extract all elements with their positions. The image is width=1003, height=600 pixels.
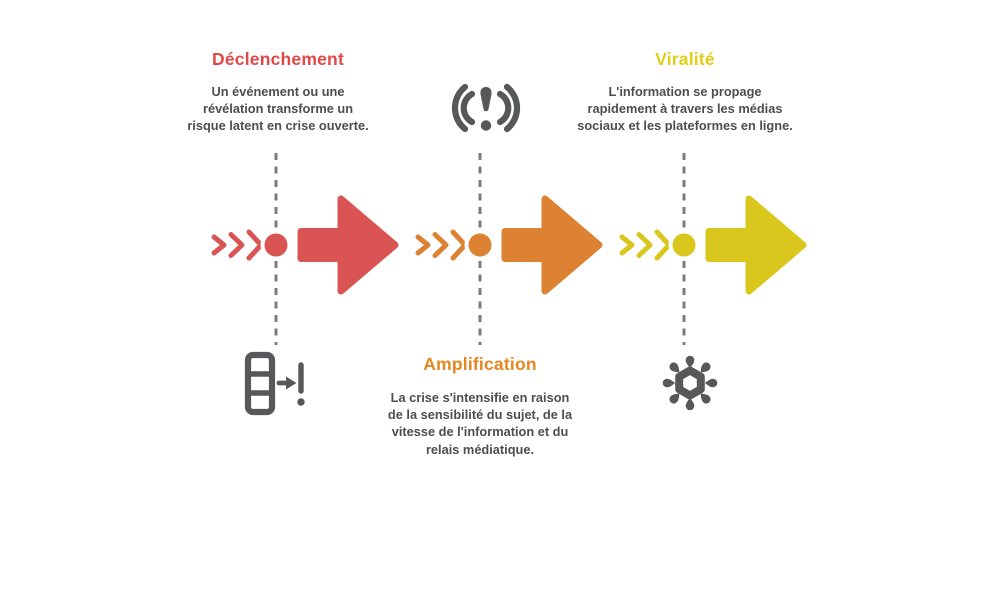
wave-arc-outer-right: [503, 83, 521, 133]
chevron-icon: [415, 234, 431, 256]
stage-title-amplification: Amplification: [423, 354, 537, 374]
timeline-dot: [260, 229, 292, 261]
wave-arc-inner-right: [496, 90, 512, 126]
flow-arrow-declenchement: [209, 193, 401, 297]
spread-burst-icon: [662, 355, 718, 411]
chevron-icon: [619, 234, 635, 256]
arrow-color-group: [211, 195, 399, 295]
exclamation-bar: [480, 87, 492, 112]
flow-arrow-viralite: [617, 193, 809, 297]
icon-stroke-group: [244, 351, 304, 416]
timeline-dot: [464, 229, 496, 261]
arrow-head: [286, 376, 297, 390]
flow-arrow-amplification: [413, 193, 605, 297]
icon-fill-group: [480, 87, 492, 131]
timeline-dot: [668, 229, 700, 261]
list-arrow-alert-icon: [244, 351, 305, 416]
big-arrow-icon: [705, 195, 807, 295]
chevron-icon: [432, 232, 449, 258]
stage-description-amplification: La crise s'intensifie en raison de la se…: [387, 390, 573, 457]
chevron-icon: [636, 232, 653, 258]
exclamation-dot: [297, 398, 305, 406]
stage-title-declenchement: Déclenchement: [212, 49, 344, 69]
icon-fill-group: [286, 376, 305, 406]
chevron-icon: [211, 234, 227, 256]
icon-stroke-group: [451, 83, 521, 133]
broadcast-alert-icon: [451, 83, 521, 133]
arrow-color-group: [619, 195, 807, 295]
stage-description-viralite: L'information se propage rapidement à tr…: [577, 84, 793, 134]
burst-droplet: [705, 378, 718, 388]
burst-core-hexagon: [675, 366, 705, 400]
burst-droplet: [685, 398, 695, 411]
wave-arc-outer-left: [451, 83, 469, 133]
burst-droplet: [662, 378, 675, 388]
arrow-color-group: [415, 195, 603, 295]
big-arrow-icon: [501, 195, 603, 295]
exclamation-dot: [480, 120, 492, 131]
burst-droplets-group: [662, 355, 718, 411]
burst-droplet: [685, 355, 695, 368]
list-frame: [244, 351, 276, 416]
wave-arc-inner-left: [460, 90, 476, 126]
big-arrow-icon: [297, 195, 399, 295]
stage-description-declenchement: Un événement ou une révélation transform…: [187, 84, 369, 134]
chevron-icon: [228, 232, 245, 258]
stage-title-viralite: Viralité: [655, 49, 715, 69]
